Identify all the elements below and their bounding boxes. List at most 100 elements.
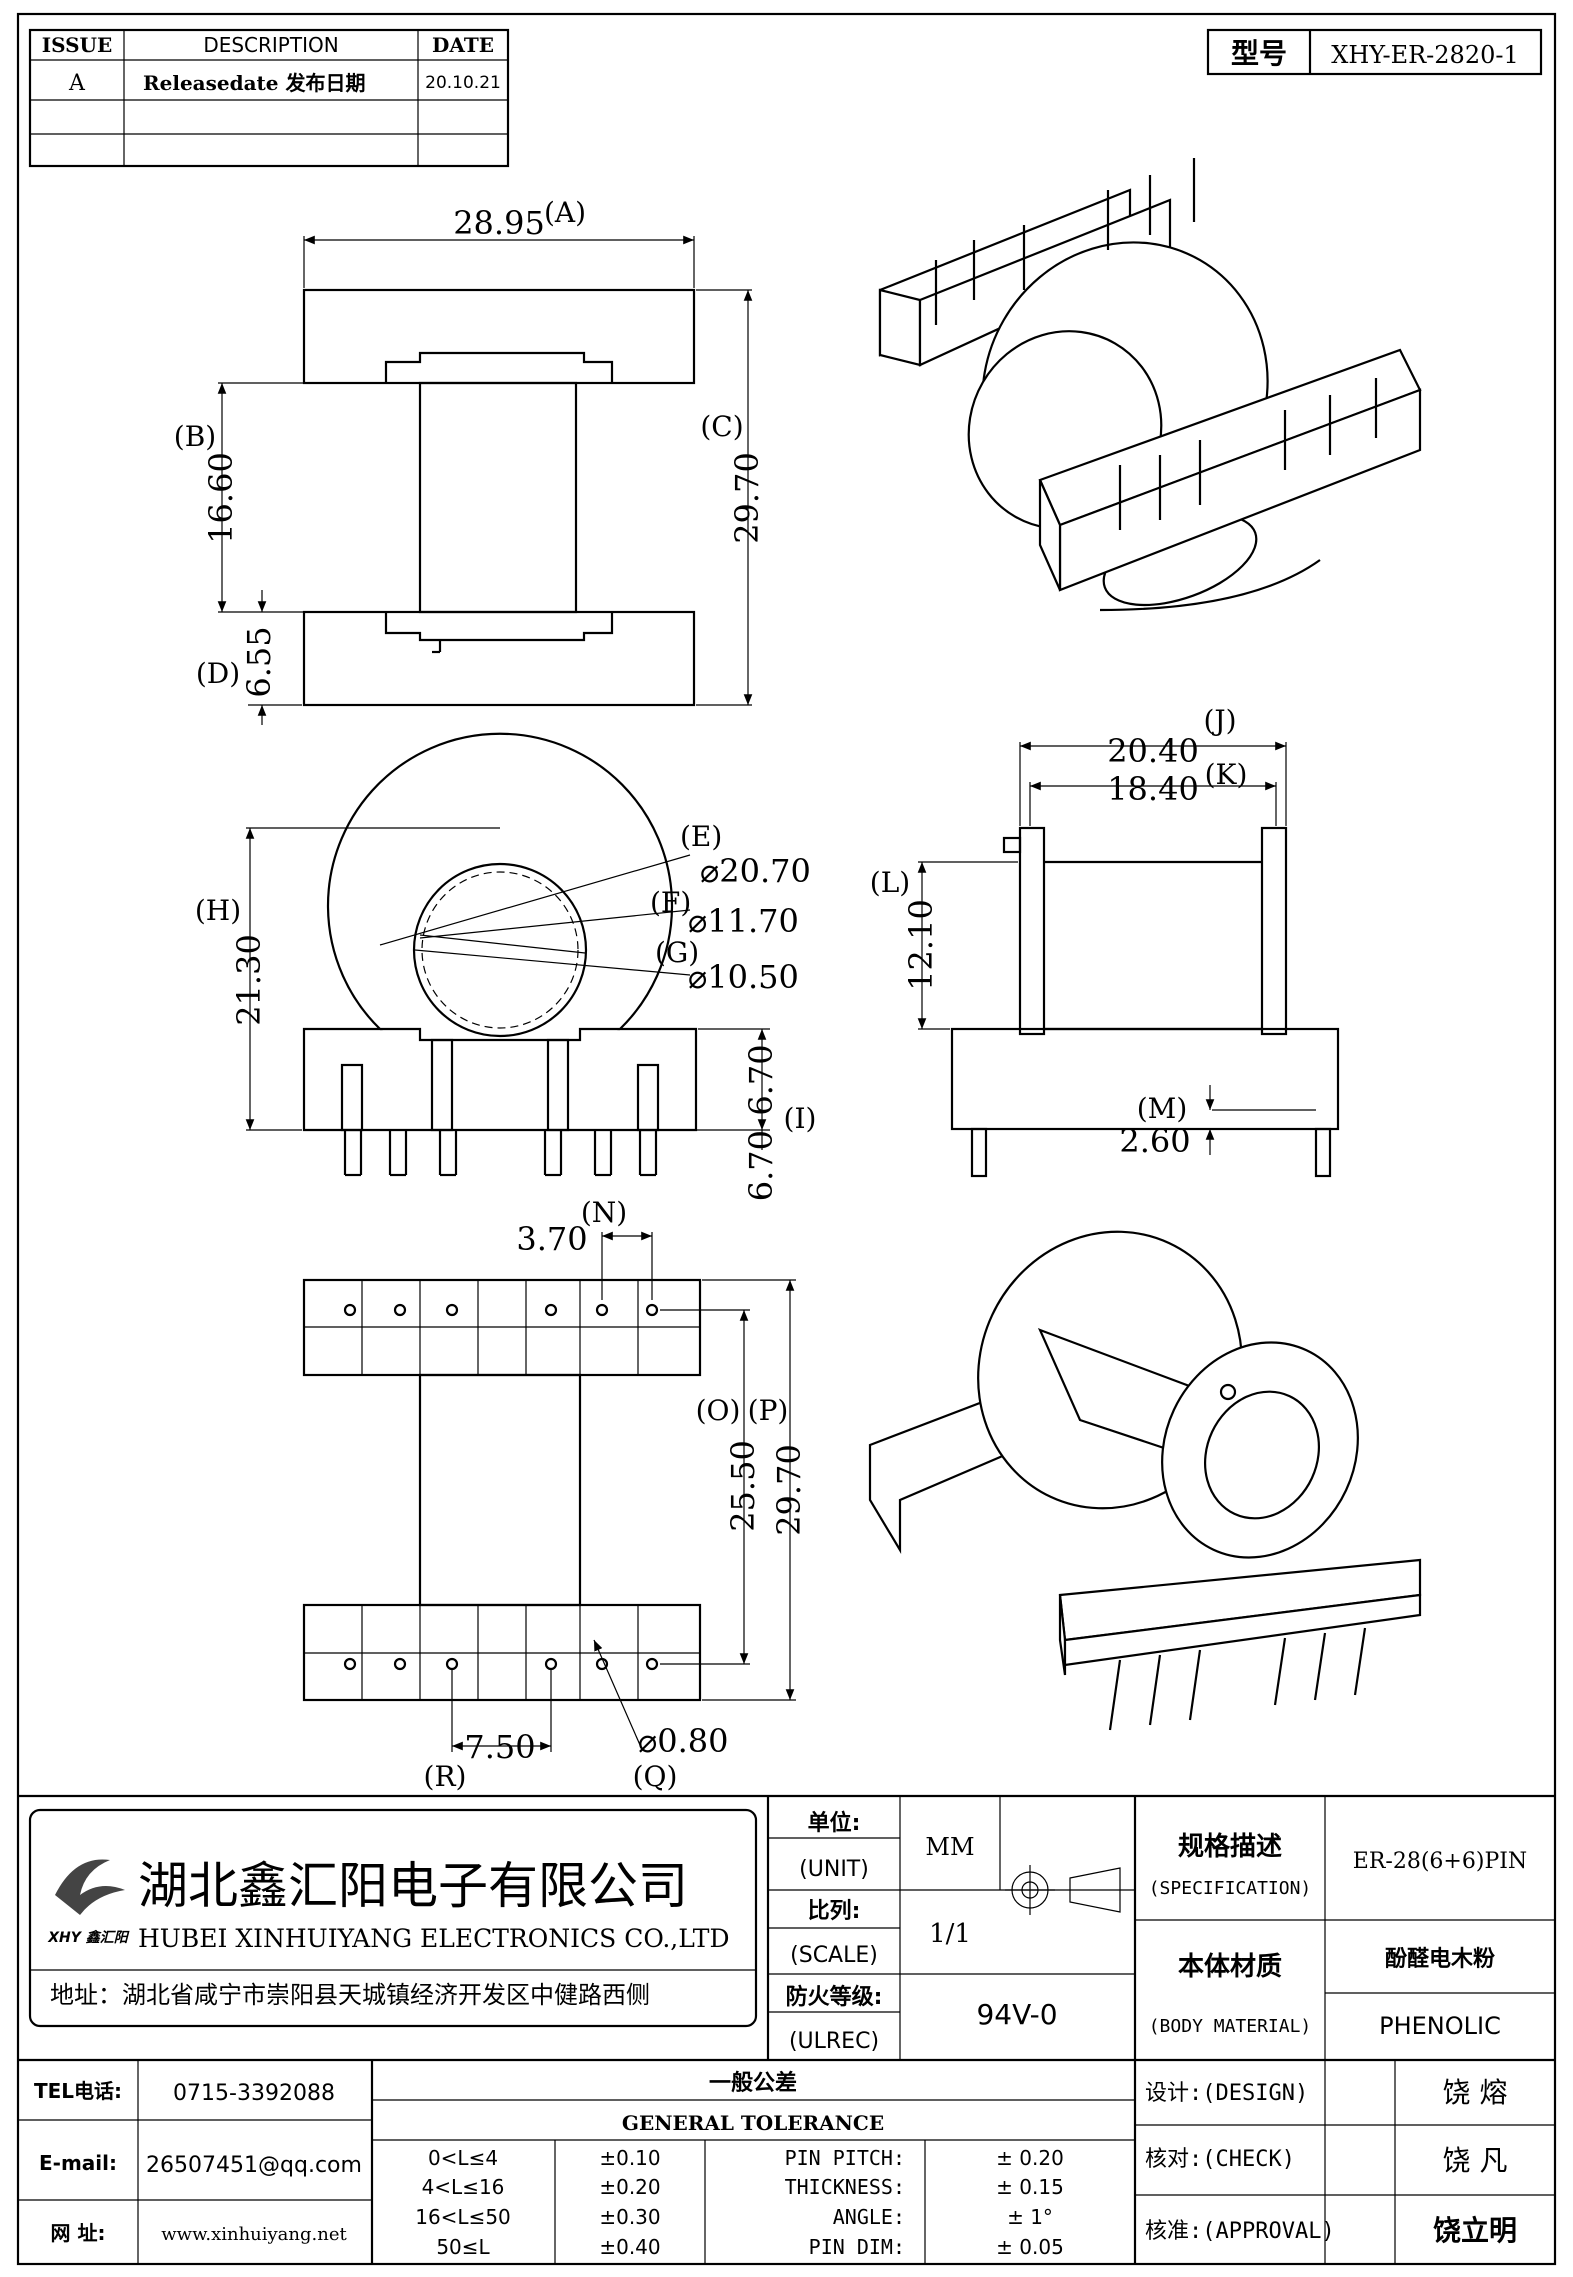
web-value: www.xinhuiyang.net xyxy=(161,2224,347,2245)
dim-R-letter: (R) xyxy=(424,1760,467,1793)
range-tol-1: ±0.20 xyxy=(599,2175,660,2199)
model-box: 型号 XHY-ER-2820-1 xyxy=(1206,28,1543,76)
spec-value: ER-28(6+6)PIN xyxy=(1353,1849,1527,1874)
company-logo: XHY 鑫汇阳 xyxy=(47,1859,130,1946)
company-box: XHY 鑫汇阳 湖北鑫汇阳电子有限公司 HUBEI XINHUIYANG ELE… xyxy=(28,1808,758,2028)
front-view: 20.40 (J) 18.40 (K) 12.10 (L) 2.60 (M) xyxy=(870,704,1340,1178)
dim-F-letter: (F) xyxy=(650,886,691,919)
description-value: Releasedate 发布日期 xyxy=(143,71,365,95)
unit-label-cn: 单位: xyxy=(808,1810,861,1836)
dim-A-value: 28.95 xyxy=(453,204,545,242)
design-label: 设计:(DESIGN) xyxy=(1145,2081,1308,2106)
dim-I-letter: (I) xyxy=(784,1102,817,1135)
revision-table: ISSUE DESCRIPTION DATE A Releasedate 发布日… xyxy=(28,28,510,168)
dim-M-value: 2.60 xyxy=(1119,1122,1190,1160)
dim-O-value: 25.50 xyxy=(724,1440,762,1532)
dim-H-value: 21.30 xyxy=(230,934,268,1026)
dim-J-letter: (J) xyxy=(1203,704,1236,737)
check-label: 核对:(CHECK) xyxy=(1145,2147,1295,2172)
unit-label-en: (UNIT) xyxy=(799,1857,869,1882)
approval-name: 饶立明 xyxy=(1433,2214,1517,2247)
issue-value: A xyxy=(68,71,86,96)
dim-N-value: 3.70 xyxy=(516,1220,587,1258)
range-1: 4<L≤16 xyxy=(422,2175,505,2199)
pin-pitch-value: ± 0.20 xyxy=(996,2146,1064,2170)
dim-A-letter: (A) xyxy=(544,196,586,229)
dim-G-value: ⌀10.50 xyxy=(688,958,799,996)
pin-pitch-label: PIN PITCH: xyxy=(785,2146,905,2170)
ulrec-value: 94V-0 xyxy=(976,1998,1057,2031)
dim-O-letter: (O) xyxy=(696,1394,741,1427)
spec-label-en: (SPECIFICATION) xyxy=(1149,1878,1312,1899)
spec-label-cn: 规格描述 xyxy=(1178,1831,1282,1862)
tolerance-title-cn: 一般公差 xyxy=(709,2070,797,2096)
bottom-view: 3.70 (N) 25.50 (O) 29.70 (P) 7.50 (R) ⌀0… xyxy=(302,1196,808,1793)
dim-P-letter: (P) xyxy=(748,1394,789,1427)
material-value-en: PHENOLIC xyxy=(1379,2012,1501,2040)
dim-E-letter: (E) xyxy=(680,820,722,853)
dim-K-letter: (K) xyxy=(1205,758,1248,791)
dim-P-value: 29.70 xyxy=(770,1444,808,1536)
dim-B-value: 16.60 xyxy=(202,452,240,544)
range-tol-3: ±0.40 xyxy=(599,2235,660,2259)
thickness-value: ± 0.15 xyxy=(996,2175,1064,2199)
unit-value: MM xyxy=(925,1833,974,1861)
angle-label: ANGLE: xyxy=(833,2205,905,2229)
dim-I-value-upper: 6.70 xyxy=(742,1044,780,1115)
range-2: 16<L≤50 xyxy=(415,2205,511,2229)
dim-F-value: ⌀11.70 xyxy=(688,902,799,940)
tel-label: TEL电话: xyxy=(34,2079,122,2103)
design-name: 饶 熔 xyxy=(1443,2076,1508,2109)
range-3: 50≤L xyxy=(436,2235,490,2259)
scale-label-cn: 比列: xyxy=(808,1899,861,1924)
dim-Q-value: ⌀0.80 xyxy=(638,1722,729,1760)
tolerance-table: 一般公差 GENERAL TOLERANCE 0<L≤4 4<L≤16 16<L… xyxy=(372,2060,1137,2264)
dim-Q-letter: (Q) xyxy=(633,1760,678,1793)
material-value-cn: 酚醛电木粉 xyxy=(1385,1947,1495,1972)
range-tol-2: ±0.30 xyxy=(599,2205,660,2229)
company-name-cn: 湖北鑫汇阳电子有限公司 xyxy=(138,1857,688,1915)
company-address: 地址：湖北省咸宁市崇阳县天城镇经济开发区中健路西侧 xyxy=(50,1981,650,2009)
dim-B-letter: (B) xyxy=(174,420,216,453)
ulrec-label-cn: 防火等级: xyxy=(786,1984,883,2010)
company-name-en: HUBEI XINHUIYANG ELECTRONICS CO.,LTD xyxy=(138,1924,730,1953)
title-table: 单位: (UNIT) MM 比列: (SCALE) 1/1 防火等级: (ULR… xyxy=(766,1796,1555,2264)
approval-label: 核准:(APPROVAL) xyxy=(1145,2219,1335,2244)
dim-K-value: 18.40 xyxy=(1107,770,1199,808)
model-value: XHY-ER-2820-1 xyxy=(1331,41,1519,69)
check-name: 饶 凡 xyxy=(1443,2144,1508,2177)
dim-D-value: 6.55 xyxy=(240,626,278,697)
dim-C-value: 29.70 xyxy=(728,452,766,544)
range-0: 0<L≤4 xyxy=(428,2146,498,2170)
ulrec-label-en: (ULREC) xyxy=(789,2029,879,2054)
model-label: 型号 xyxy=(1231,37,1287,70)
range-tol-0: ±0.10 xyxy=(599,2146,660,2170)
scale-value: 1/1 xyxy=(929,1919,971,1949)
date-header: DATE xyxy=(432,33,494,57)
side-view: ⌀20.70 (E) ⌀11.70 (F) ⌀10.50 (G) 21.30 (… xyxy=(195,732,817,1201)
dim-I-value-lower: 6.70 xyxy=(742,1130,780,1201)
dim-L-value: 12.10 xyxy=(902,899,940,991)
dim-C-letter: (C) xyxy=(700,410,743,443)
isometric-view-top xyxy=(878,158,1422,612)
issue-header: ISSUE xyxy=(42,33,113,57)
angle-value: ± 1° xyxy=(1007,2205,1053,2229)
contact-table: TEL电话: 0715-3392088 E-mail: 26507451@qq.… xyxy=(18,2058,1555,2264)
web-label: 网 址: xyxy=(51,2221,106,2245)
pin-dim-value: ± 0.05 xyxy=(996,2235,1064,2259)
top-view: 28.95 (A) 16.60 (B) 29.70 (C) 6.55 (D) xyxy=(174,196,766,725)
sheet-border xyxy=(16,12,1557,2266)
thickness-label: THICKNESS: xyxy=(785,2175,905,2199)
pin-dim-label: PIN DIM: xyxy=(809,2235,905,2259)
dim-N-letter: (N) xyxy=(581,1196,627,1229)
approval-table: 设计:(DESIGN) 饶 熔 核对:(CHECK) 饶 凡 核准:(APPRO… xyxy=(1135,2060,1555,2264)
tolerance-title-en: GENERAL TOLERANCE xyxy=(622,2111,884,2135)
dim-E-value: ⌀20.70 xyxy=(700,852,811,890)
dim-L-letter: (L) xyxy=(870,866,910,899)
dim-J-value: 20.40 xyxy=(1107,732,1199,770)
dim-D-letter: (D) xyxy=(196,657,240,690)
email-label: E-mail: xyxy=(39,2151,117,2175)
tel-value: 0715-3392088 xyxy=(173,2081,335,2106)
dim-G-letter: (G) xyxy=(655,936,699,969)
